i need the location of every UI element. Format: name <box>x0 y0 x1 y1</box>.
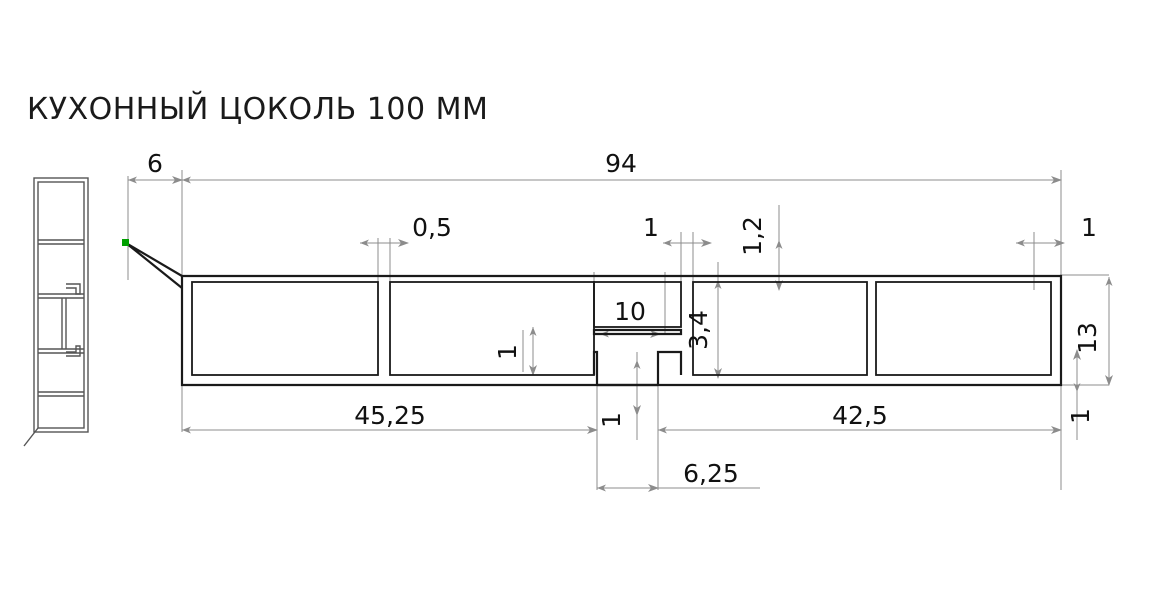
section-foot-detail <box>592 328 683 387</box>
drawing-title: КУХОННЫЙ ЦОКОЛЬ 100 ММ <box>27 92 489 127</box>
dim-slot-height: 1 <box>493 344 522 360</box>
dim-foot-height: 1 <box>597 412 626 428</box>
section-profile-inner <box>191 281 1052 376</box>
dim-center-chamber-width: 10 <box>614 297 646 326</box>
dim-top-wall: 1,2 <box>738 216 767 256</box>
dim-overall-height: 13 <box>1073 322 1102 354</box>
dim-lip-overhang: 6 <box>147 149 163 178</box>
dim-total-width: 94 <box>605 149 637 178</box>
snap-point-marker <box>122 239 129 246</box>
dim-center-rib: 1 <box>643 213 659 242</box>
dim-inner-wall-left: 0,5 <box>412 213 452 242</box>
dim-foot-width: 6,25 <box>683 459 739 488</box>
dim-right-wall: 1 <box>1081 213 1097 242</box>
dim-left-segment: 45,25 <box>354 401 426 430</box>
dim-right-segment: 42,5 <box>832 401 888 430</box>
dimension-lines <box>128 176 1113 492</box>
side-view-profile <box>23 177 89 447</box>
dimension-labels: 6 94 0,5 1 1 10 45,25 42,5 6,25 1,2 3,4 … <box>147 149 1102 488</box>
dim-bottom-wall-right: 1 <box>1066 408 1095 424</box>
dim-web-height: 3,4 <box>684 310 713 350</box>
